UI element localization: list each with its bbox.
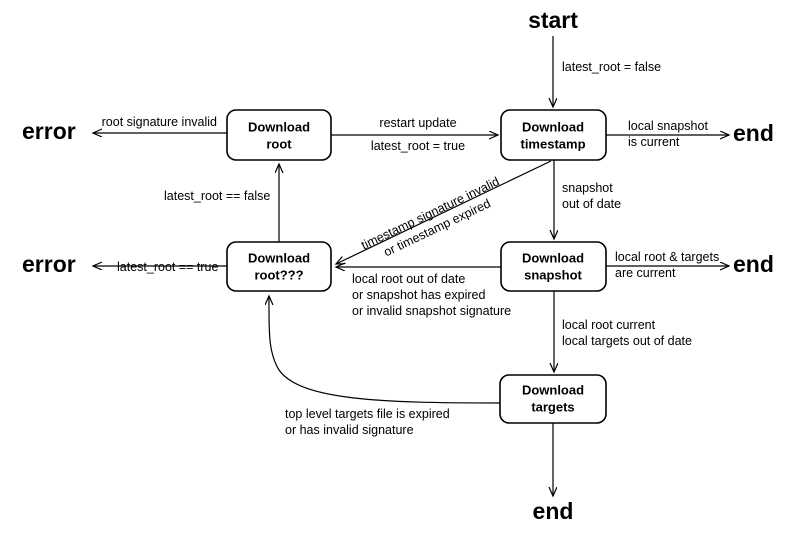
node-download-timestamp-box[interactable] <box>500 109 607 161</box>
edge-label-snapshot-to-end-line1: local root & targets <box>615 250 719 264</box>
node-download-root[interactable]: Download root <box>226 109 332 161</box>
terminal-end-timestamp: end <box>733 120 774 146</box>
nodes-group: Download root Download timestamp Downloa… <box>226 109 607 424</box>
edge-label-snapshot-to-rootq-line1: local root out of date <box>352 272 465 286</box>
node-download-rootq-line2: root??? <box>254 267 303 282</box>
node-download-root-line1: Download <box>248 119 310 134</box>
edge-label-snapshot-to-rootq-line2: or snapshot has expired <box>352 288 485 302</box>
node-download-root-box[interactable] <box>226 109 332 161</box>
terminal-end-snapshot: end <box>733 251 774 277</box>
node-download-rootq-line1: Download <box>248 250 310 265</box>
edge-label-timestamp-to-end-line1: local snapshot <box>628 119 708 133</box>
node-download-snapshot-line1: Download <box>522 250 584 265</box>
edge-labels-group: latest_root = false root signature inval… <box>102 60 720 437</box>
edge-label-targets-to-rootq-line2: or has invalid signature <box>285 423 414 437</box>
edge-label-snapshot-to-end-line2: are current <box>615 266 676 280</box>
edge-label-rootq-to-root-line1: latest_root == false <box>164 189 270 203</box>
edge-label-rootq-to-error-line1: latest_root == true <box>117 260 219 274</box>
node-download-targets-line2: targets <box>531 399 574 414</box>
terminals-group: start end error error end end <box>22 7 774 524</box>
edges-group <box>93 36 729 496</box>
node-download-rootq-box[interactable] <box>226 241 332 292</box>
edge-label-snapshot-to-targets-line1: local root current <box>562 318 656 332</box>
terminal-start: start <box>528 7 578 33</box>
edge-targets-to-rootq <box>269 296 501 404</box>
edge-label-timestamp-to-end-line2: is current <box>628 135 680 149</box>
node-download-targets-box[interactable] <box>499 374 607 424</box>
edge-label-timestamp-to-snapshot-line2: out of date <box>562 197 621 211</box>
node-download-timestamp[interactable]: Download timestamp <box>500 109 607 161</box>
edge-label-start-to-timestamp-line1: latest_root = false <box>562 60 661 74</box>
terminal-error-rootq: error <box>22 251 76 277</box>
edge-timestamp-to-rootq-diagonal <box>336 160 552 264</box>
node-download-targets-line1: Download <box>522 382 584 397</box>
edge-label-root-to-timestamp-line2: latest_root = true <box>371 139 465 153</box>
edge-label-snapshot-to-rootq-line3: or invalid snapshot signature <box>352 304 511 318</box>
edge-label-targets-to-rootq-line1: top level targets file is expired <box>285 407 450 421</box>
node-download-rootq[interactable]: Download root??? <box>226 241 332 292</box>
node-download-snapshot-line2: snapshot <box>524 267 582 282</box>
node-download-targets[interactable]: Download targets <box>499 374 607 424</box>
edge-label-timestamp-to-snapshot-line1: snapshot <box>562 181 613 195</box>
terminal-end-targets: end <box>533 498 574 524</box>
node-download-root-line2: root <box>266 136 292 151</box>
terminal-error-root: error <box>22 118 76 144</box>
edge-label-root-to-timestamp-line1: restart update <box>379 116 456 130</box>
node-download-timestamp-line1: Download <box>522 119 584 134</box>
edge-label-root-to-error-line1: root signature invalid <box>102 115 217 129</box>
node-download-snapshot[interactable]: Download snapshot <box>500 241 607 292</box>
node-download-timestamp-line2: timestamp <box>520 136 585 151</box>
edge-label-diagonal-group: timestamp signature invalid or timestamp… <box>359 174 502 259</box>
edge-label-snapshot-to-targets-line2: local targets out of date <box>562 334 692 348</box>
node-download-snapshot-box[interactable] <box>500 241 607 292</box>
